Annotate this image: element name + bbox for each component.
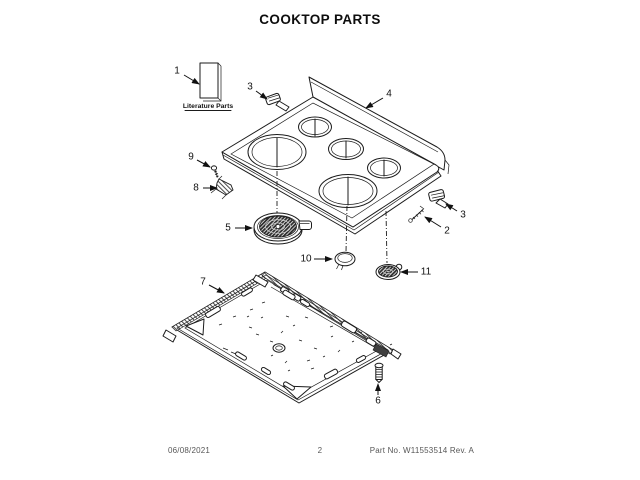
burner-center bbox=[328, 138, 364, 160]
screw-6 bbox=[374, 362, 384, 383]
callout-4-arrow bbox=[365, 97, 384, 109]
callout-3-arrow bbox=[255, 90, 268, 100]
callout-11-number: 11 bbox=[421, 267, 432, 278]
callout-4-number: 4 bbox=[386, 89, 392, 100]
callout-6-number: 6 bbox=[375, 396, 381, 407]
cooktop-assembly bbox=[221, 76, 450, 235]
callout-2-arrow bbox=[424, 216, 442, 228]
callout-3-number: 3 bbox=[247, 82, 253, 93]
clip-left bbox=[265, 92, 290, 112]
pan-slots bbox=[205, 287, 377, 391]
callout-3-number: 3 bbox=[460, 210, 466, 221]
element-11 bbox=[375, 263, 403, 280]
callout-7-number: 7 bbox=[200, 277, 206, 288]
burner-circles bbox=[247, 116, 401, 208]
burner-right-small bbox=[367, 157, 401, 179]
callout-8-number: 8 bbox=[193, 183, 199, 194]
page-title: COOKTOP PARTS bbox=[259, 12, 381, 27]
footer-page-number: 2 bbox=[317, 446, 323, 455]
surface-element-5 bbox=[253, 212, 312, 245]
footer-date: 06/08/2021 bbox=[168, 446, 211, 455]
burner-left-large bbox=[247, 134, 307, 170]
base-pan-7 bbox=[162, 271, 402, 404]
callout-1-number: 1 bbox=[174, 66, 180, 77]
screw-9 bbox=[210, 165, 219, 178]
trim-ring-10 bbox=[334, 251, 356, 271]
screw-2 bbox=[408, 205, 425, 223]
callout-2-number: 2 bbox=[444, 226, 450, 237]
burner-bottom-large bbox=[318, 174, 378, 208]
footer-part-number: Part No. W11553514 Rev. A bbox=[369, 446, 474, 455]
clip-right bbox=[428, 189, 449, 209]
callout-1-arrow bbox=[183, 74, 200, 85]
burner-top-small bbox=[298, 116, 332, 138]
callout-7-arrow bbox=[208, 284, 225, 294]
literature-parts-item: Literature Parts bbox=[183, 62, 233, 111]
callout-9-arrow bbox=[196, 159, 211, 168]
callout-10-number: 10 bbox=[300, 254, 312, 265]
literature-parts-label: Literature Parts bbox=[183, 103, 233, 110]
callout-5-number: 5 bbox=[225, 223, 231, 234]
callout-3-arrow bbox=[445, 203, 458, 212]
callout-9-number: 9 bbox=[188, 152, 194, 163]
